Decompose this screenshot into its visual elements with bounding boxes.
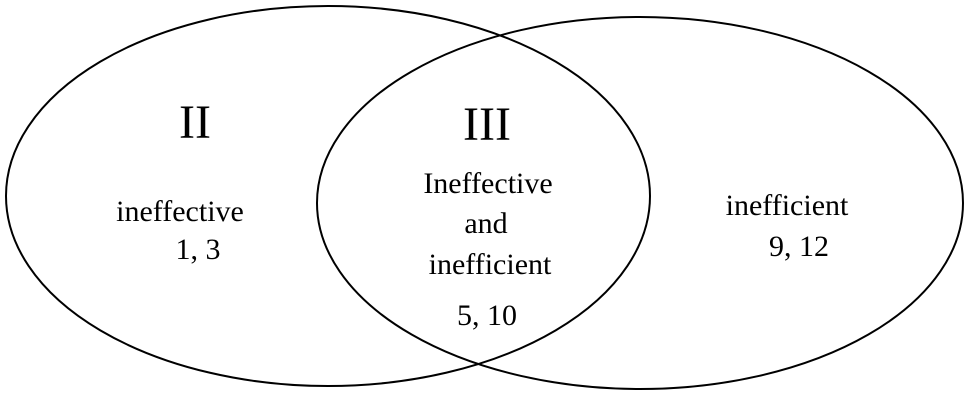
left-region-numeral: II xyxy=(179,96,211,149)
center-region-label-line3: inefficient xyxy=(429,248,552,281)
right-region-items: 9, 12 xyxy=(769,230,829,263)
left-ellipse xyxy=(5,5,651,387)
center-region-label-line2: and xyxy=(464,207,507,240)
right-region-label: inefficient xyxy=(726,189,849,222)
center-region-numeral: III xyxy=(463,98,511,151)
right-ellipse xyxy=(316,16,964,390)
center-region-label-line1: Ineffective xyxy=(423,167,552,200)
left-region-items: 1, 3 xyxy=(176,233,221,266)
left-region-label: ineffective xyxy=(116,195,244,228)
center-region-items: 5, 10 xyxy=(457,299,517,332)
